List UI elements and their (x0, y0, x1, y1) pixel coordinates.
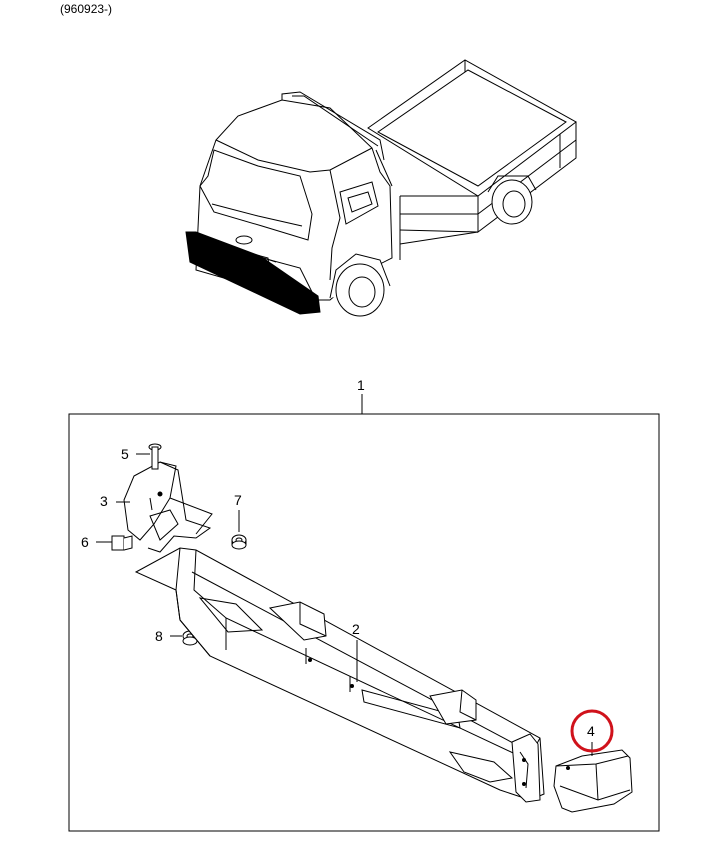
clip-6 (111, 535, 133, 551)
callout-5: 5 (121, 446, 129, 462)
rear-wheel (487, 175, 537, 225)
callout-2: 2 (352, 621, 360, 637)
front-wheel (329, 253, 391, 317)
bumper-bar (134, 547, 545, 803)
corner-cap-4 (553, 749, 633, 813)
callout-4: 4 (587, 723, 595, 739)
nut-7 (231, 534, 247, 550)
callout-6: 6 (81, 534, 89, 550)
truck-front-bumper-highlight (185, 231, 321, 315)
leader-lines (96, 453, 593, 756)
date-code-label: (960923-) (60, 2, 113, 16)
highlight-circle (570, 709, 614, 753)
callout-7: 7 (234, 492, 242, 508)
callout-1: 1 (357, 377, 365, 393)
left-bracket (123, 461, 213, 553)
bolt-5 (148, 443, 162, 470)
callout-8: 8 (155, 628, 163, 644)
callout-3: 3 (100, 493, 108, 509)
cargo-bed (367, 59, 577, 260)
assembly-frame (68, 394, 660, 832)
